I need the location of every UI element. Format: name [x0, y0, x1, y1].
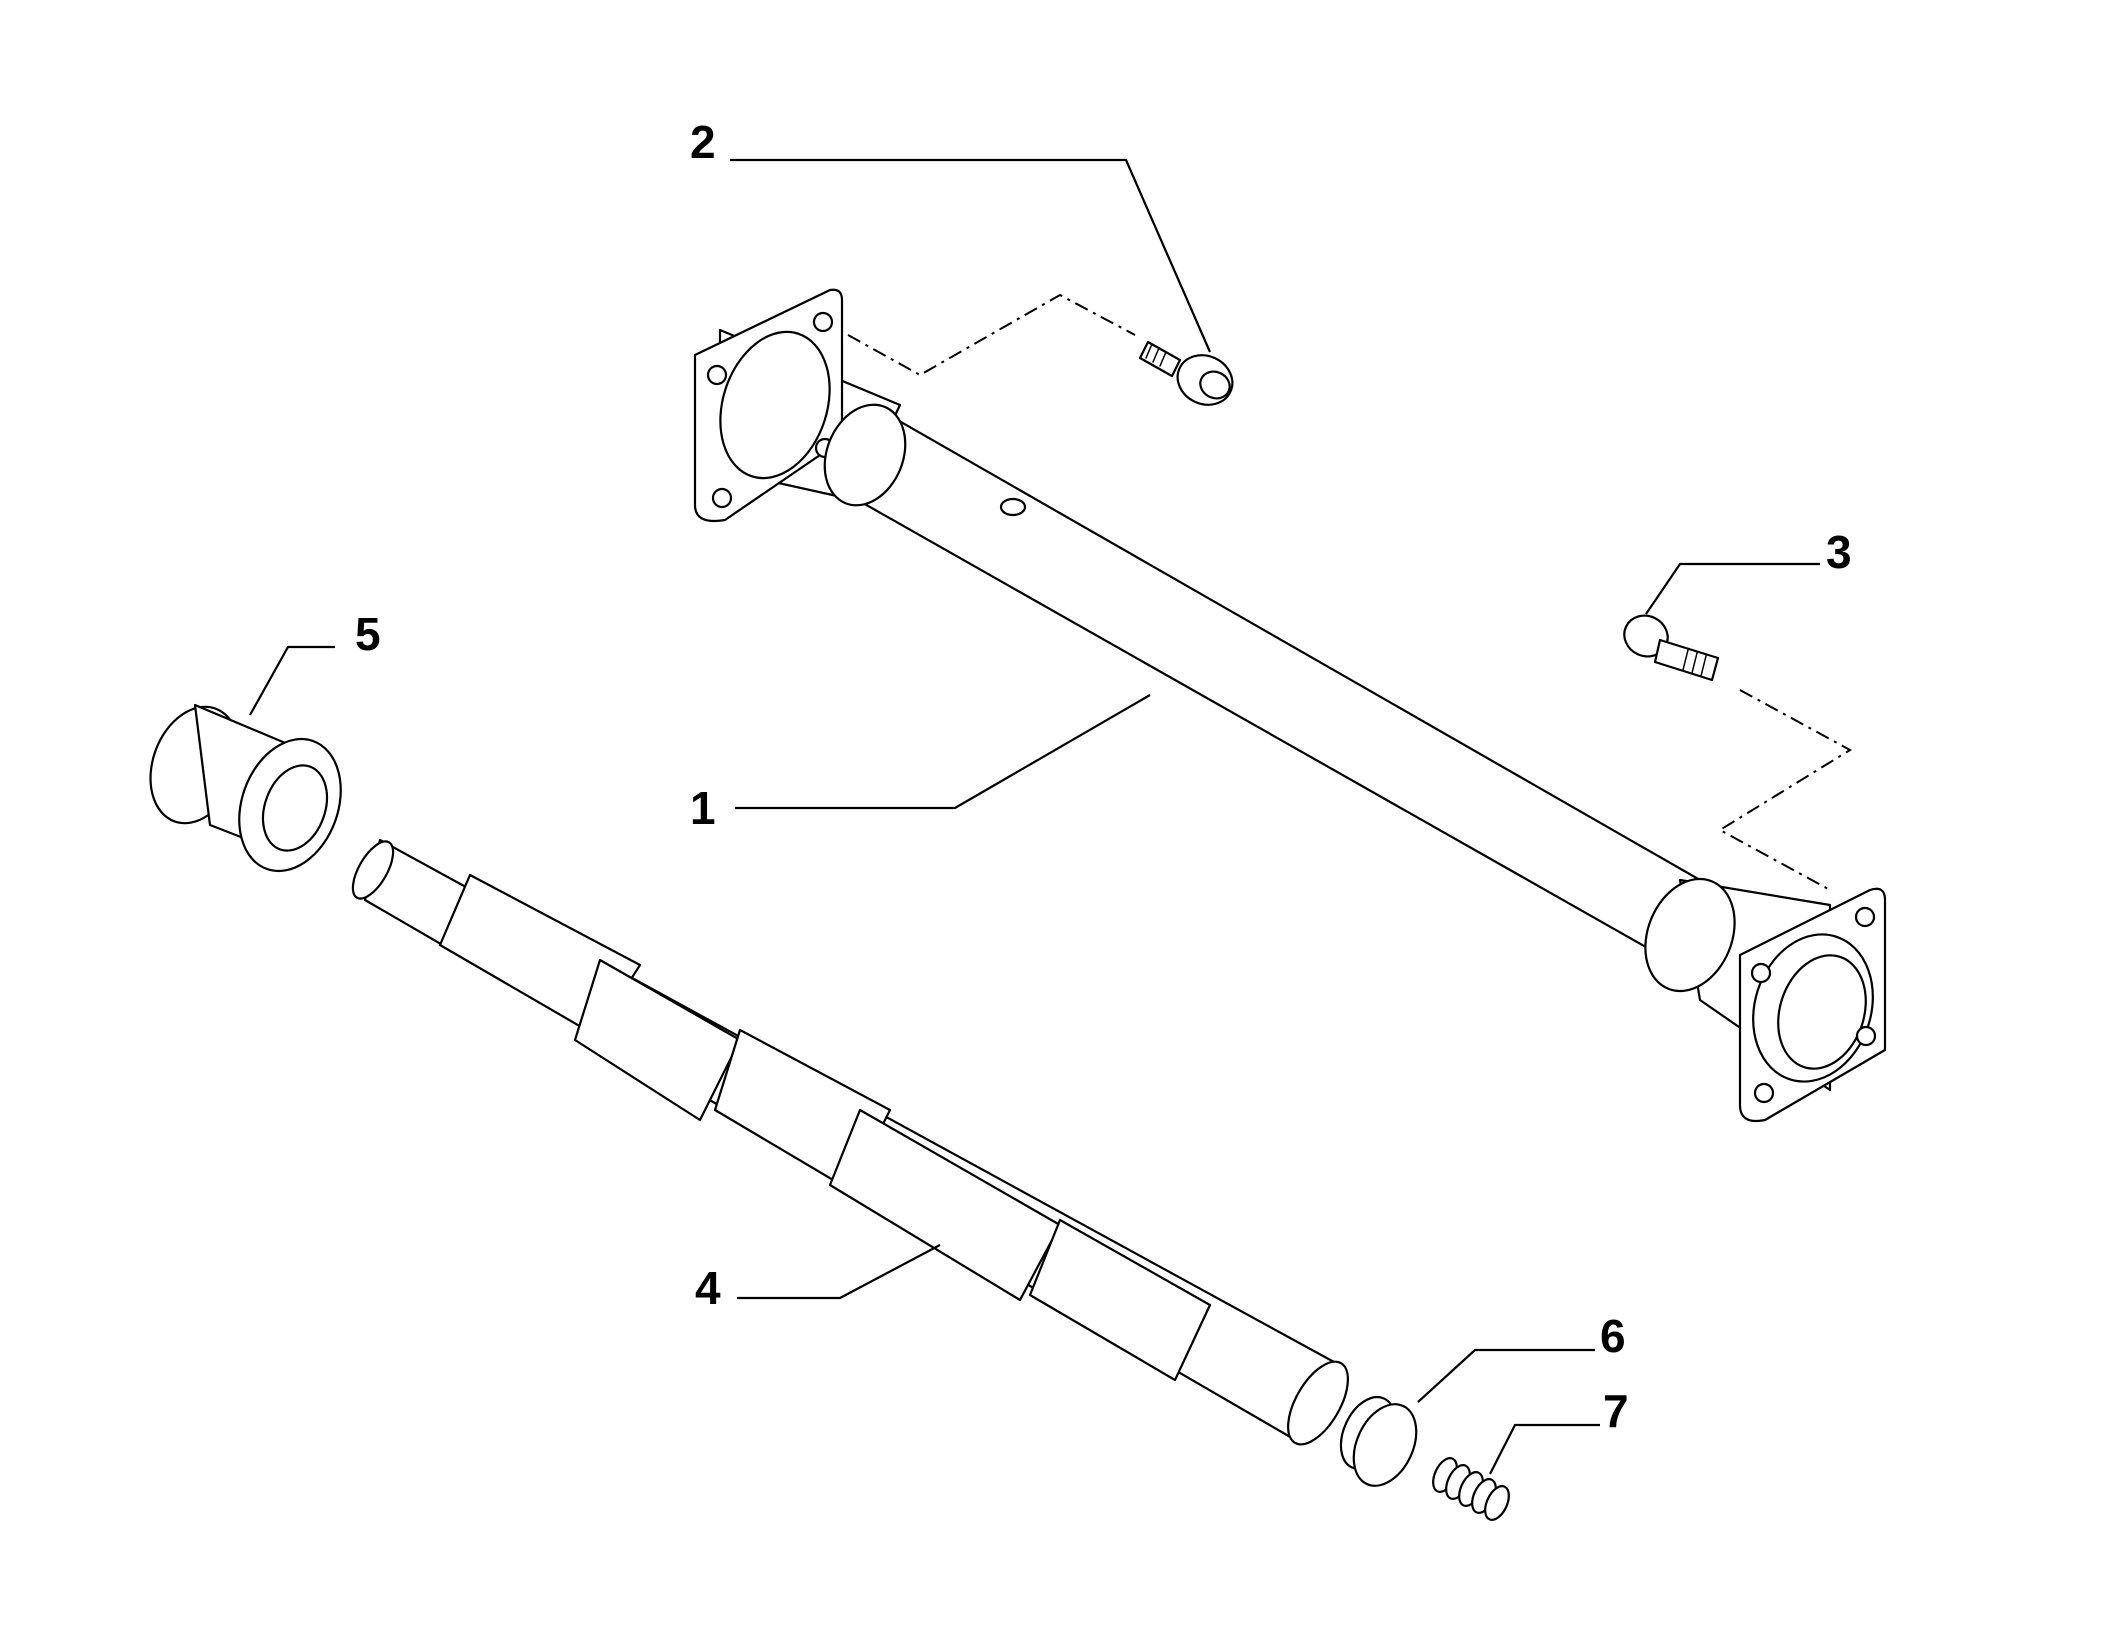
- callout-7: 7: [1603, 1385, 1629, 1437]
- right-flange-opening: [1777, 954, 1867, 1070]
- flange-hole: [706, 364, 728, 386]
- leader-line-1: [735, 694, 1151, 810]
- left-flange-opening: [719, 330, 831, 480]
- flange-hole: [1750, 962, 1772, 984]
- leader-line-6: [1417, 1348, 1595, 1403]
- shaft-end-right: [1287, 1360, 1349, 1446]
- callout-5: 5: [355, 608, 381, 660]
- part-6-cap[interactable]: [1330, 1388, 1428, 1495]
- leader-line-3: [1645, 562, 1820, 615]
- leader-line-7: [1489, 1423, 1600, 1475]
- flange-hole: [812, 311, 834, 333]
- shaft-end-left: [351, 840, 395, 900]
- bolt-socket: [1199, 370, 1231, 400]
- spring-coil: [1484, 1485, 1510, 1521]
- tube-body: [838, 408, 1702, 957]
- part-5-bushing[interactable]: [135, 694, 358, 885]
- shaft-step: [573, 958, 742, 1122]
- part-7-spring[interactable]: [1428, 1454, 1513, 1523]
- callout-3: 3: [1826, 526, 1852, 578]
- part-3-bolt[interactable]: [1618, 609, 1720, 682]
- bushing-bore: [261, 764, 329, 852]
- bolt-thread: [1682, 649, 1707, 677]
- bolt-shank: [1653, 638, 1720, 682]
- callout-2: 2: [690, 116, 716, 168]
- callout-1: 1: [690, 782, 716, 834]
- shaft-step: [828, 1108, 1062, 1302]
- leader-line-2: [730, 158, 1212, 353]
- callout-6: 6: [1600, 1310, 1626, 1362]
- leader-line-4: [737, 1244, 941, 1300]
- bolt-thread: [1145, 343, 1167, 367]
- cap-front: [1352, 1403, 1418, 1487]
- flange-hole: [711, 487, 733, 509]
- part-1-tube-assembly[interactable]: [693, 288, 1891, 1123]
- callout-4: 4: [695, 1262, 721, 1314]
- part-4-shaft[interactable]: [345, 835, 1360, 1454]
- flange-hole: [1854, 906, 1876, 928]
- flange-hole: [1753, 1082, 1775, 1104]
- part-2-bolt[interactable]: [1138, 340, 1241, 414]
- assembly-line-bolt-2: [847, 293, 1136, 377]
- tube-hole: [999, 497, 1027, 517]
- left-collar: [823, 403, 907, 507]
- assembly-line-bolt-3: [1718, 689, 1852, 891]
- bolt-shank: [1138, 340, 1182, 378]
- right-collar: [1644, 877, 1736, 993]
- flange-hole: [1855, 1025, 1877, 1047]
- leader-line-5: [249, 645, 335, 716]
- shaft-step: [1028, 1218, 1212, 1382]
